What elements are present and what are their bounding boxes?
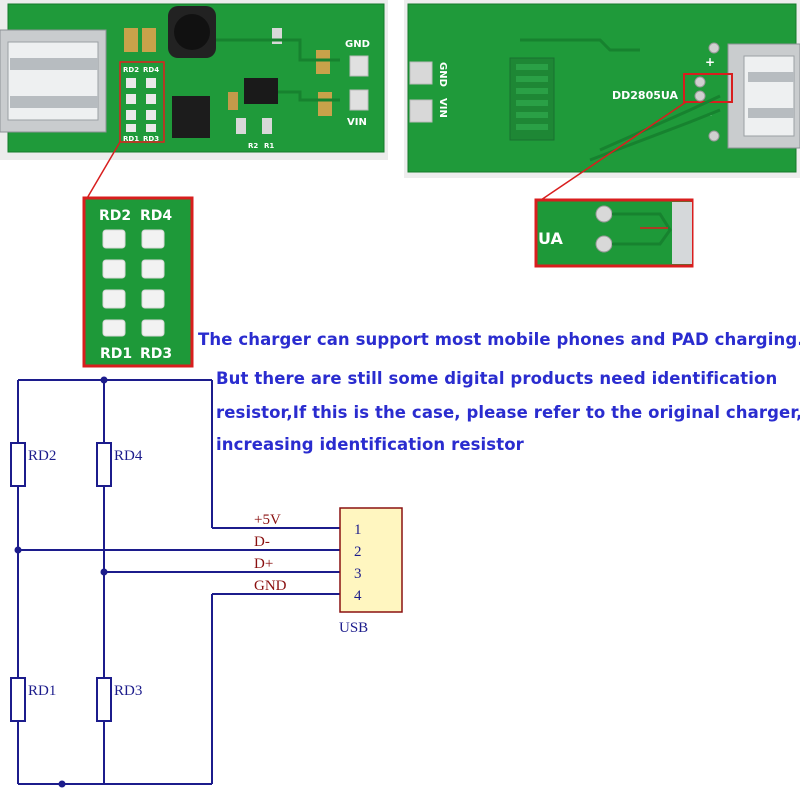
zoom-label-ua: UA <box>538 229 564 248</box>
net-dminus: D- <box>254 534 270 550</box>
label-rd1: RD1 <box>28 683 56 699</box>
silk-rd4: RD4 <box>143 66 159 74</box>
usb-socket-front <box>0 29 107 133</box>
note-line-3: resistor,If this is the case, please ref… <box>216 403 800 422</box>
silk-rd1: RD1 <box>123 135 139 143</box>
zoom-inset-left: RD2 RD4 RD1 RD3 <box>82 141 194 368</box>
zoom-inset-right: UA <box>534 101 694 268</box>
pad-block-highlight <box>119 61 165 143</box>
pin-3: 3 <box>354 566 362 582</box>
vin-pad <box>349 89 369 111</box>
note-line-1: The charger can support most mobile phon… <box>198 330 800 349</box>
zoom-label-rd2: RD2 <box>99 208 131 224</box>
net-dplus: D+ <box>254 556 273 572</box>
label-rd3: RD3 <box>114 683 142 699</box>
junction-dots <box>14 376 108 788</box>
usb-connector <box>339 507 403 613</box>
diode <box>172 96 210 138</box>
vin-silk-front: VIN <box>347 117 367 128</box>
net-5v: +5V <box>254 512 281 528</box>
note-line-2: But there are still some digital product… <box>216 369 778 388</box>
resistor-rd4 <box>96 442 112 487</box>
usb-label: USB <box>339 620 368 636</box>
zoom-label-rd3: RD3 <box>140 346 172 362</box>
zoom-label-rd4: RD4 <box>140 208 172 224</box>
pcb-front-photo: RD2 RD4 RD1 RD3 R2 R1 GND VIN <box>0 0 388 160</box>
ic-chip <box>244 78 278 104</box>
resistor-rd3 <box>96 677 112 722</box>
schematic <box>17 379 340 785</box>
silk-rd3: RD3 <box>143 135 159 143</box>
net-gnd: GND <box>254 578 287 594</box>
silk-rd2: RD2 <box>123 66 139 74</box>
pin-2: 2 <box>354 544 362 560</box>
chip-label: DD2805UA <box>612 89 678 102</box>
vin-silk-back: VIN <box>437 98 448 118</box>
zoom-label-rd1: RD1 <box>100 346 132 362</box>
silk-r1: R1 <box>264 142 274 150</box>
note-line-4: increasing identification resistor <box>216 435 524 454</box>
gnd-pad <box>349 55 369 77</box>
plus-silk: + <box>705 55 715 69</box>
label-rd2: RD2 <box>28 448 56 464</box>
usb-socket-back <box>727 43 800 149</box>
pin-4: 4 <box>354 588 362 604</box>
resistor-rd1 <box>10 677 26 722</box>
pcb-back-photo: GND VIN DD2805UA + - <box>404 0 800 178</box>
resistor-rd2 <box>10 442 26 487</box>
label-rd4: RD4 <box>114 448 143 464</box>
gnd-silk-front: GND <box>345 39 370 50</box>
pin-1: 1 <box>354 522 362 538</box>
silk-r2: R2 <box>248 142 258 150</box>
gnd-silk-back: GND <box>437 62 448 87</box>
